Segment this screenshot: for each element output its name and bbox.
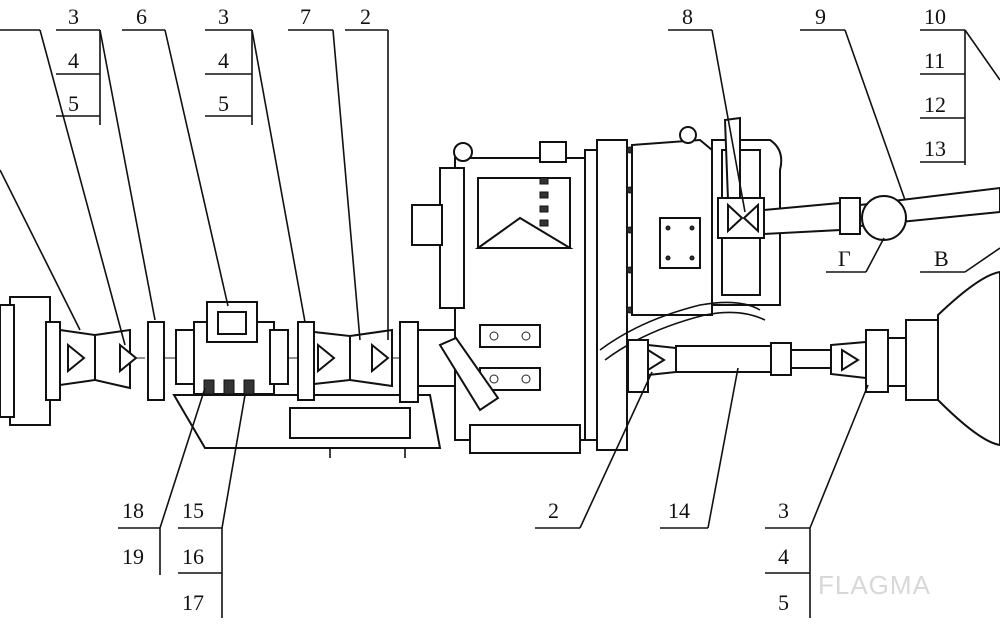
label-8: 8: [682, 4, 693, 29]
label-12: 12: [924, 92, 946, 117]
label-top-left-4: 4: [68, 48, 79, 73]
label-top-2: 2: [360, 4, 371, 29]
label-bottom-2: 2: [548, 498, 559, 523]
label-7: 7: [300, 4, 311, 29]
label-15: 15: [182, 498, 204, 523]
label-16: 16: [182, 544, 204, 569]
leader-lines: [0, 29, 1000, 618]
watermark: FLAGMA: [818, 570, 931, 600]
label-letter-g: Г: [838, 246, 851, 271]
label-bottom-right-3: 3: [778, 498, 789, 523]
label-11: 11: [924, 48, 945, 73]
label-top-left-3: 3: [68, 4, 79, 29]
label-bottom-right-5: 5: [778, 590, 789, 615]
label-top-mid-5: 5: [218, 91, 229, 116]
part-number-labels: 3 4 5 6 3 4 5 7 2 8 9 10 11 12 13 Г В 18…: [68, 4, 949, 615]
label-top-mid-4: 4: [218, 48, 229, 73]
label-14: 14: [668, 498, 690, 523]
label-top-left-5: 5: [68, 91, 79, 116]
label-9: 9: [815, 4, 826, 29]
label-17: 17: [182, 590, 204, 615]
label-10: 10: [924, 4, 946, 29]
label-6: 6: [136, 4, 147, 29]
label-top-mid-3: 3: [218, 4, 229, 29]
label-18: 18: [122, 498, 144, 523]
label-13: 13: [924, 136, 946, 161]
label-19: 19: [122, 544, 144, 569]
label-bottom-right-4: 4: [778, 544, 789, 569]
mechanical-assembly: [0, 116, 1000, 458]
label-letter-v: В: [934, 246, 949, 271]
gearbox-bolts: [539, 177, 549, 227]
